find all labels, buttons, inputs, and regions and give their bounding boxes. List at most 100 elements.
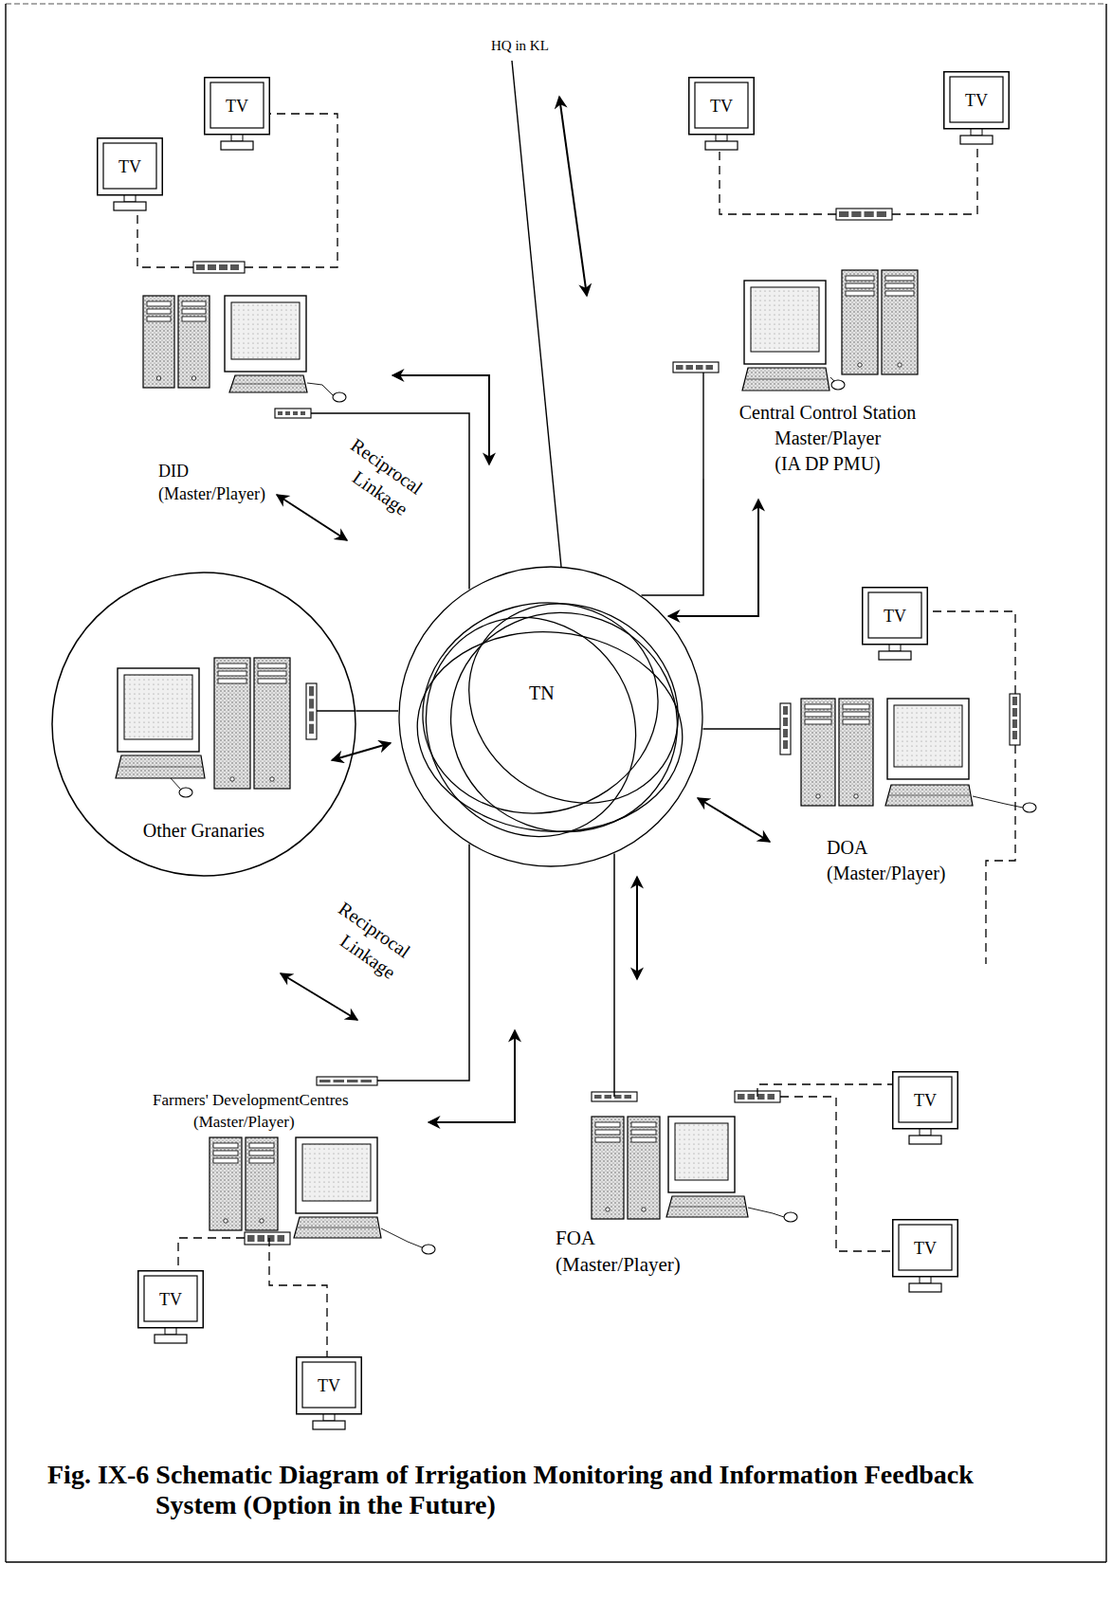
tv-neck	[124, 195, 136, 202]
tv-neck	[164, 1328, 177, 1335]
keyboard-row	[889, 795, 971, 797]
drive-bay	[842, 711, 870, 717]
power-button	[223, 1219, 228, 1223]
connector-line	[310, 413, 470, 590]
double-arrow	[559, 96, 587, 296]
splitter-port	[783, 717, 788, 727]
station-label: (Master/Player)	[555, 1251, 681, 1278]
tower-case	[214, 657, 251, 789]
mouse	[179, 787, 193, 798]
splitter-port	[196, 264, 205, 271]
station-label: (Master/Player)	[826, 860, 947, 887]
tower-case	[209, 1137, 242, 1231]
keyboard	[666, 1196, 748, 1218]
tv-text-wrap: TV	[892, 1237, 959, 1260]
splitter-box	[673, 362, 719, 373]
tv-label: TV	[861, 604, 929, 628]
drive-bay	[595, 1137, 620, 1143]
double-arrow	[668, 499, 759, 617]
splitter-port	[277, 411, 283, 416]
tv-body	[138, 1271, 204, 1329]
tv-text-wrap: TV	[203, 94, 271, 118]
drive-bay	[631, 1137, 657, 1143]
splitter-box	[780, 703, 791, 755]
power-button	[854, 794, 858, 799]
monitor-case	[887, 698, 969, 780]
mouse	[421, 1244, 436, 1255]
frame-bottom	[5, 1561, 1107, 1563]
splitter-port	[230, 264, 239, 271]
splitter-port	[686, 364, 694, 370]
computer-illustration	[780, 693, 1037, 813]
splitter-port	[767, 1093, 776, 1100]
tv-label: TV	[295, 1374, 363, 1398]
drive-bay	[804, 719, 832, 725]
network-ring	[398, 579, 676, 868]
drive-bay	[804, 711, 832, 717]
computer-illustration	[115, 657, 356, 798]
tv-neck	[919, 1276, 931, 1284]
connector-line	[719, 150, 837, 215]
connector-line	[613, 854, 616, 1097]
tv-label: TV	[892, 1237, 959, 1260]
tower-case	[254, 657, 291, 789]
connector-line	[928, 611, 1016, 694]
station-node: Central Control StationMaster/Player(IA …	[673, 214, 934, 479]
splitter-port	[851, 211, 861, 218]
tv-neck	[919, 1129, 931, 1136]
splitter-port	[1012, 708, 1018, 717]
station-label: FOA	[555, 1224, 681, 1252]
network-ring	[408, 620, 691, 843]
splitter-port	[309, 686, 314, 696]
tv-label: TV	[892, 1089, 959, 1112]
splitter-port	[257, 1235, 266, 1242]
connector-line	[702, 728, 781, 730]
drive-bay	[146, 301, 171, 307]
splitter-port	[783, 706, 788, 715]
monitor-case	[224, 295, 307, 372]
keyboard	[115, 755, 205, 779]
connector-line	[137, 211, 194, 268]
drive-bay	[845, 275, 875, 281]
tower-case	[627, 1116, 660, 1220]
tower-case	[178, 295, 210, 388]
splitter-port	[594, 1094, 602, 1099]
station-text-wrap: DID(Master/Player)	[158, 459, 266, 507]
splitter-port	[757, 1093, 766, 1100]
connector-line	[178, 1238, 245, 1271]
drive-bay	[213, 1158, 238, 1164]
tower-case	[591, 1116, 624, 1220]
power-button	[605, 1207, 610, 1212]
network-ring	[399, 566, 703, 867]
monitor-screen	[124, 674, 193, 740]
tv-neck	[231, 134, 243, 142]
monitor-case	[668, 1116, 735, 1193]
network-wire	[702, 372, 704, 479]
double-arrow	[636, 876, 639, 980]
splitter-port	[614, 1094, 622, 1099]
linkage-label: Reciprocal Linkage	[316, 422, 428, 522]
drive-bay	[845, 283, 875, 289]
connector-line	[757, 1084, 893, 1097]
power-button	[641, 1207, 646, 1212]
station-text-wrap: DOA(Master/Player)	[826, 835, 947, 887]
splitter-box	[193, 261, 245, 274]
splitter-port	[319, 1079, 331, 1083]
splitter-port	[675, 364, 684, 370]
station-label: (Master/Player)	[158, 482, 266, 506]
tv-label: TV	[96, 155, 164, 179]
tv-label: TV	[688, 94, 755, 118]
station-label: Master/Player	[723, 425, 932, 452]
splitter-port	[309, 711, 314, 722]
splitter-port	[207, 264, 217, 271]
tv-monitor-node: TV	[96, 137, 164, 212]
splitter-port	[1012, 696, 1018, 706]
splitter-port	[783, 740, 788, 749]
computer-illustration	[591, 1091, 798, 1222]
splitter-port	[783, 729, 788, 738]
tv-text-wrap: TV	[295, 1374, 363, 1398]
tv-base	[312, 1421, 346, 1430]
double-arrow	[428, 1030, 515, 1123]
tv-text-wrap: TV	[137, 1288, 204, 1312]
